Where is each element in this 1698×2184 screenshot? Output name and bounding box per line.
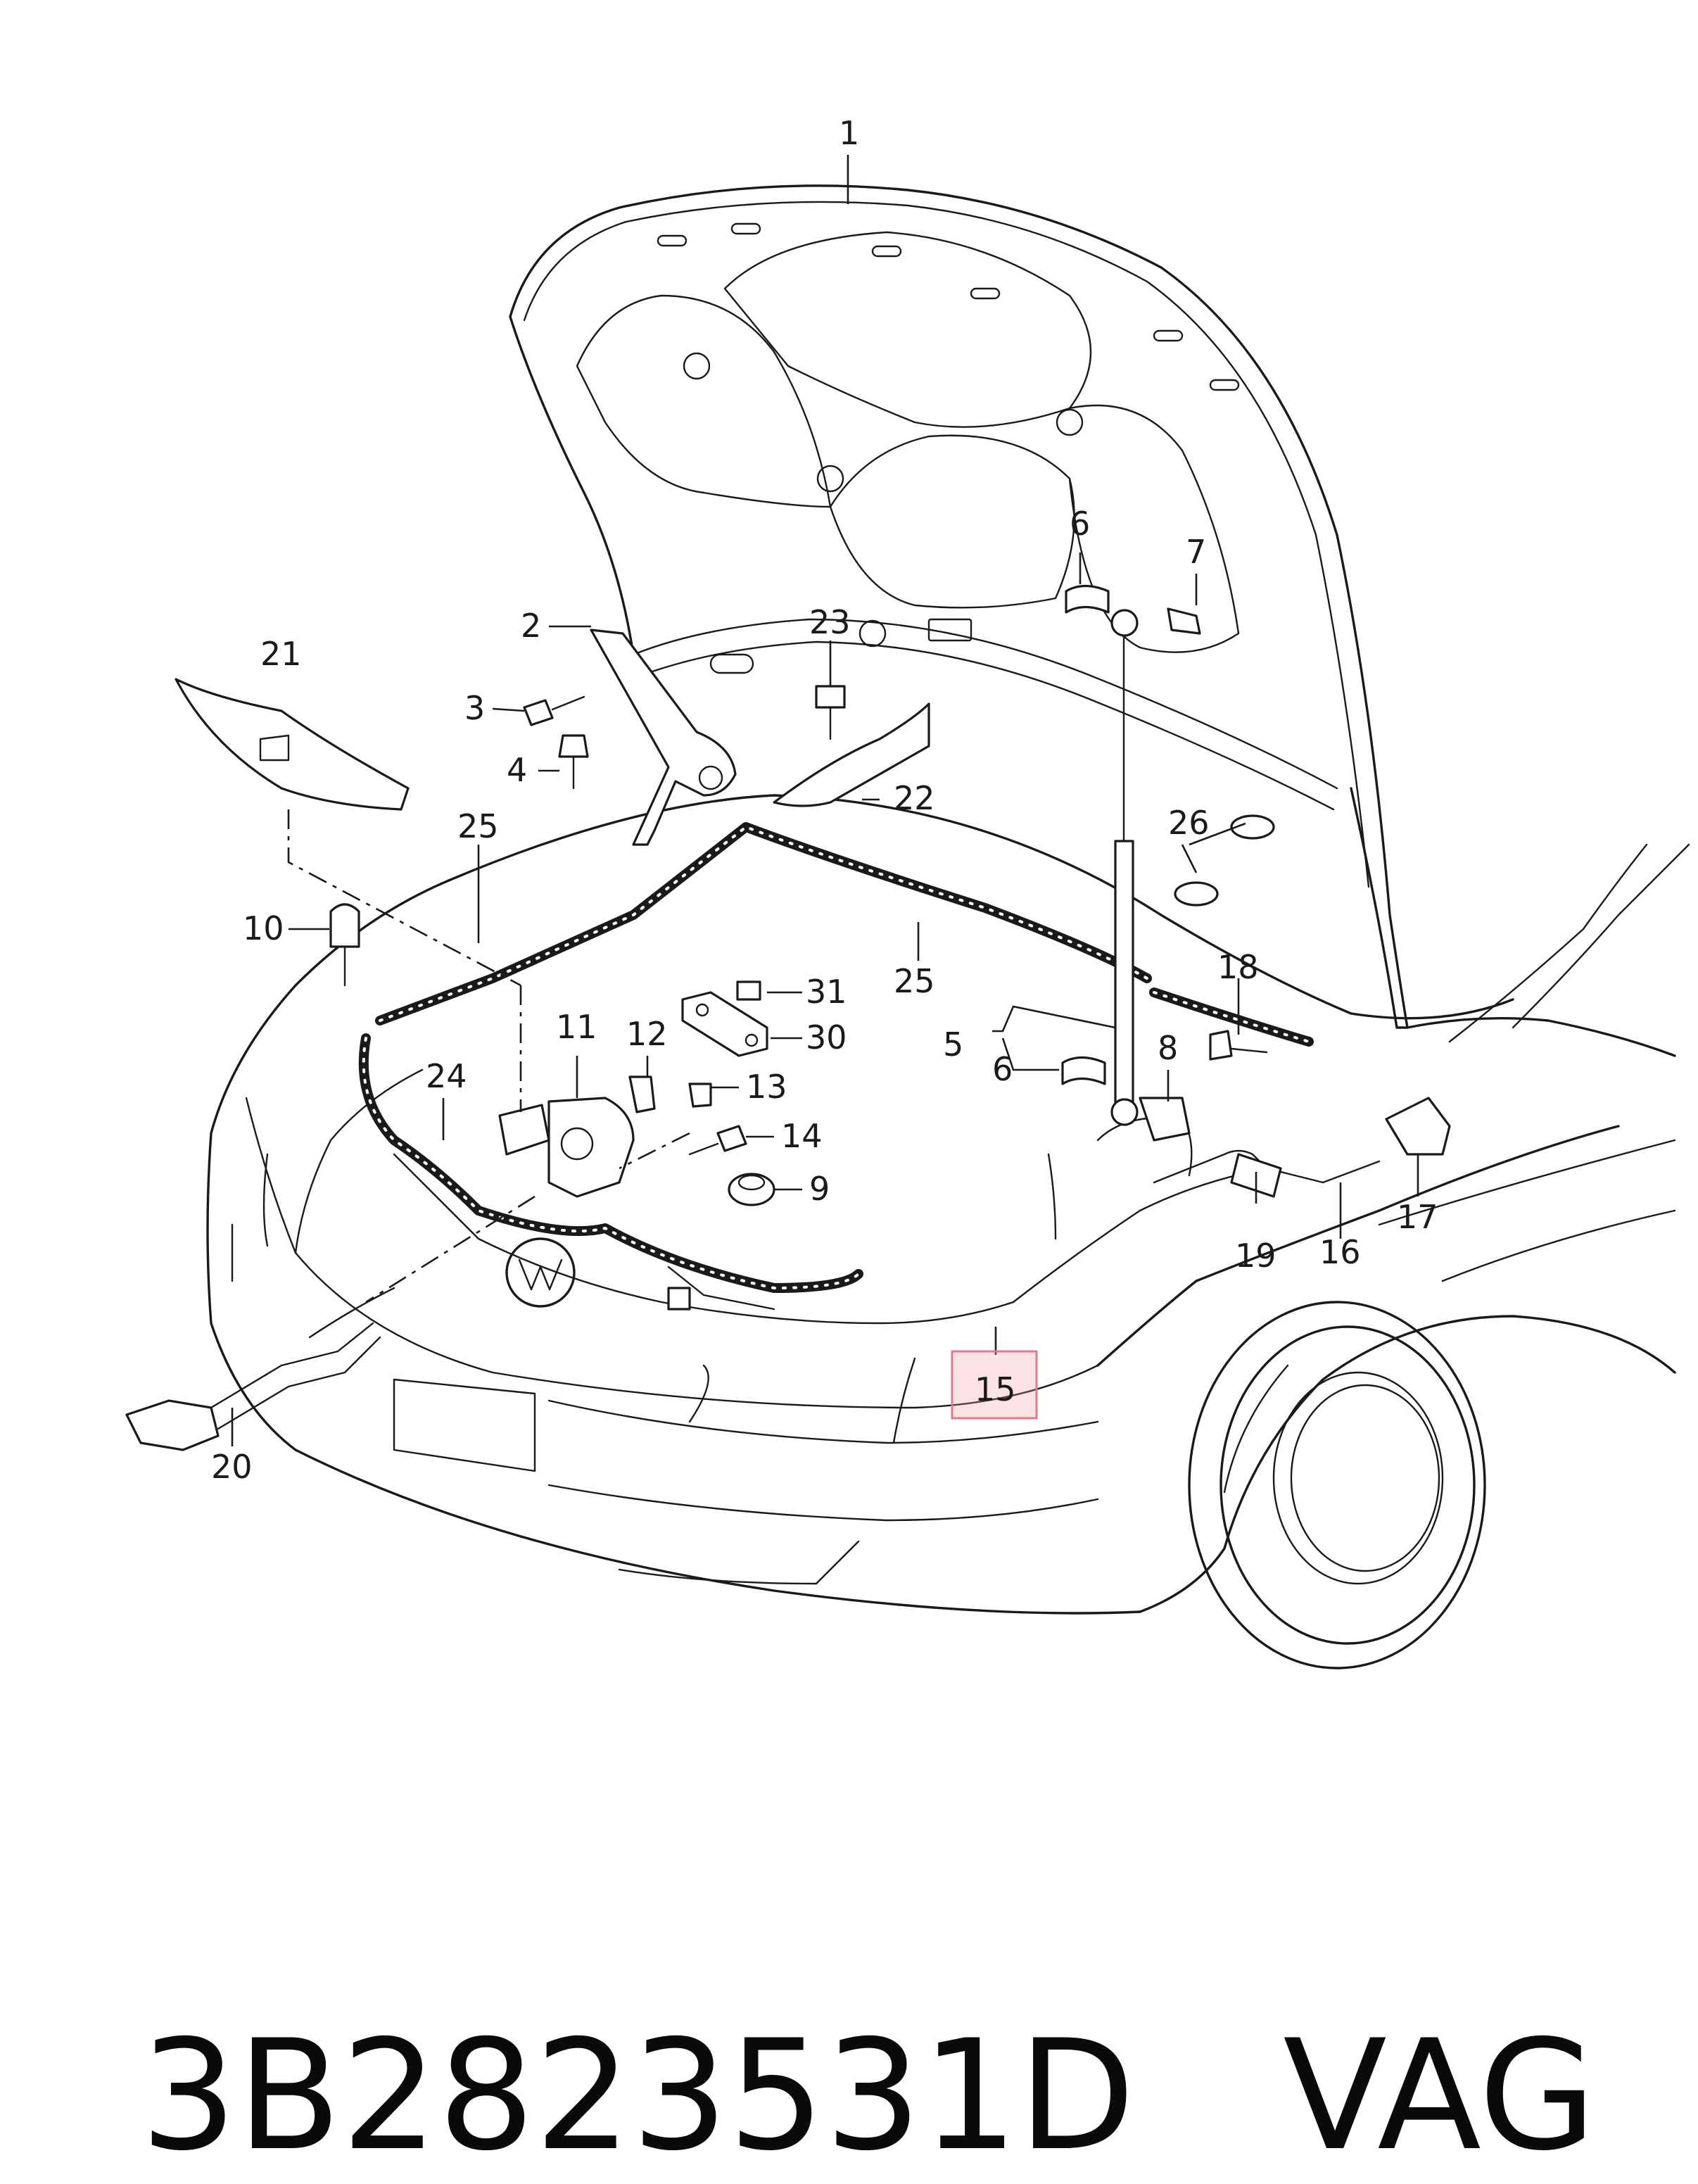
callout-23: 23 — [809, 603, 851, 641]
callout-4: 4 — [507, 751, 527, 789]
callout-14: 14 — [781, 1117, 823, 1155]
callout-8: 8 — [1158, 1029, 1178, 1067]
callout-25b: 25 — [894, 962, 935, 1000]
callout-3: 3 — [464, 689, 485, 727]
part-number: 3B2823531D — [140, 2007, 1136, 2184]
callout-22: 22 — [894, 779, 935, 817]
callout-15-highlight-box — [951, 1350, 1038, 1420]
leader-lines — [231, 155, 1419, 1446]
callout-21: 21 — [260, 635, 302, 673]
callout-12: 12 — [626, 1015, 668, 1053]
callout-11: 11 — [556, 1008, 597, 1046]
callout-15-highlight: 15 — [951, 1350, 1038, 1420]
callout-30: 30 — [806, 1018, 847, 1056]
hood-drawing — [509, 184, 1409, 1029]
car-body-drawing — [206, 794, 1690, 1669]
callout-1: 1 — [839, 114, 859, 152]
callout-24: 24 — [426, 1057, 467, 1095]
callout-9: 9 — [809, 1170, 830, 1208]
callout-31: 31 — [806, 973, 847, 1011]
small-parts — [125, 584, 1451, 1451]
dashed-connectors — [287, 809, 690, 1304]
callout-18: 18 — [1217, 948, 1259, 986]
callout-5: 5 — [943, 1025, 963, 1063]
callout-2: 2 — [521, 607, 541, 645]
callout-6a: 6 — [1070, 505, 1090, 543]
callout-19: 19 — [1235, 1237, 1276, 1275]
callout-17: 17 — [1397, 1198, 1438, 1236]
callout-26: 26 — [1168, 804, 1210, 842]
callout-13: 13 — [746, 1068, 787, 1106]
brand-name: VAG — [1283, 2007, 1597, 2184]
callout-labels: 1 2 3 4 5 6 6 7 8 9 10 11 12 13 14 15 16… — [211, 114, 1438, 1486]
callout-15: 15 — [975, 1370, 1016, 1408]
seal-strips — [358, 822, 1314, 1293]
callout-25a: 25 — [457, 807, 499, 845]
callout-7: 7 — [1186, 533, 1206, 571]
callout-6b: 6 — [992, 1050, 1013, 1088]
callout-16: 16 — [1319, 1233, 1361, 1271]
callout-20: 20 — [211, 1448, 253, 1486]
callout-10: 10 — [243, 909, 284, 947]
